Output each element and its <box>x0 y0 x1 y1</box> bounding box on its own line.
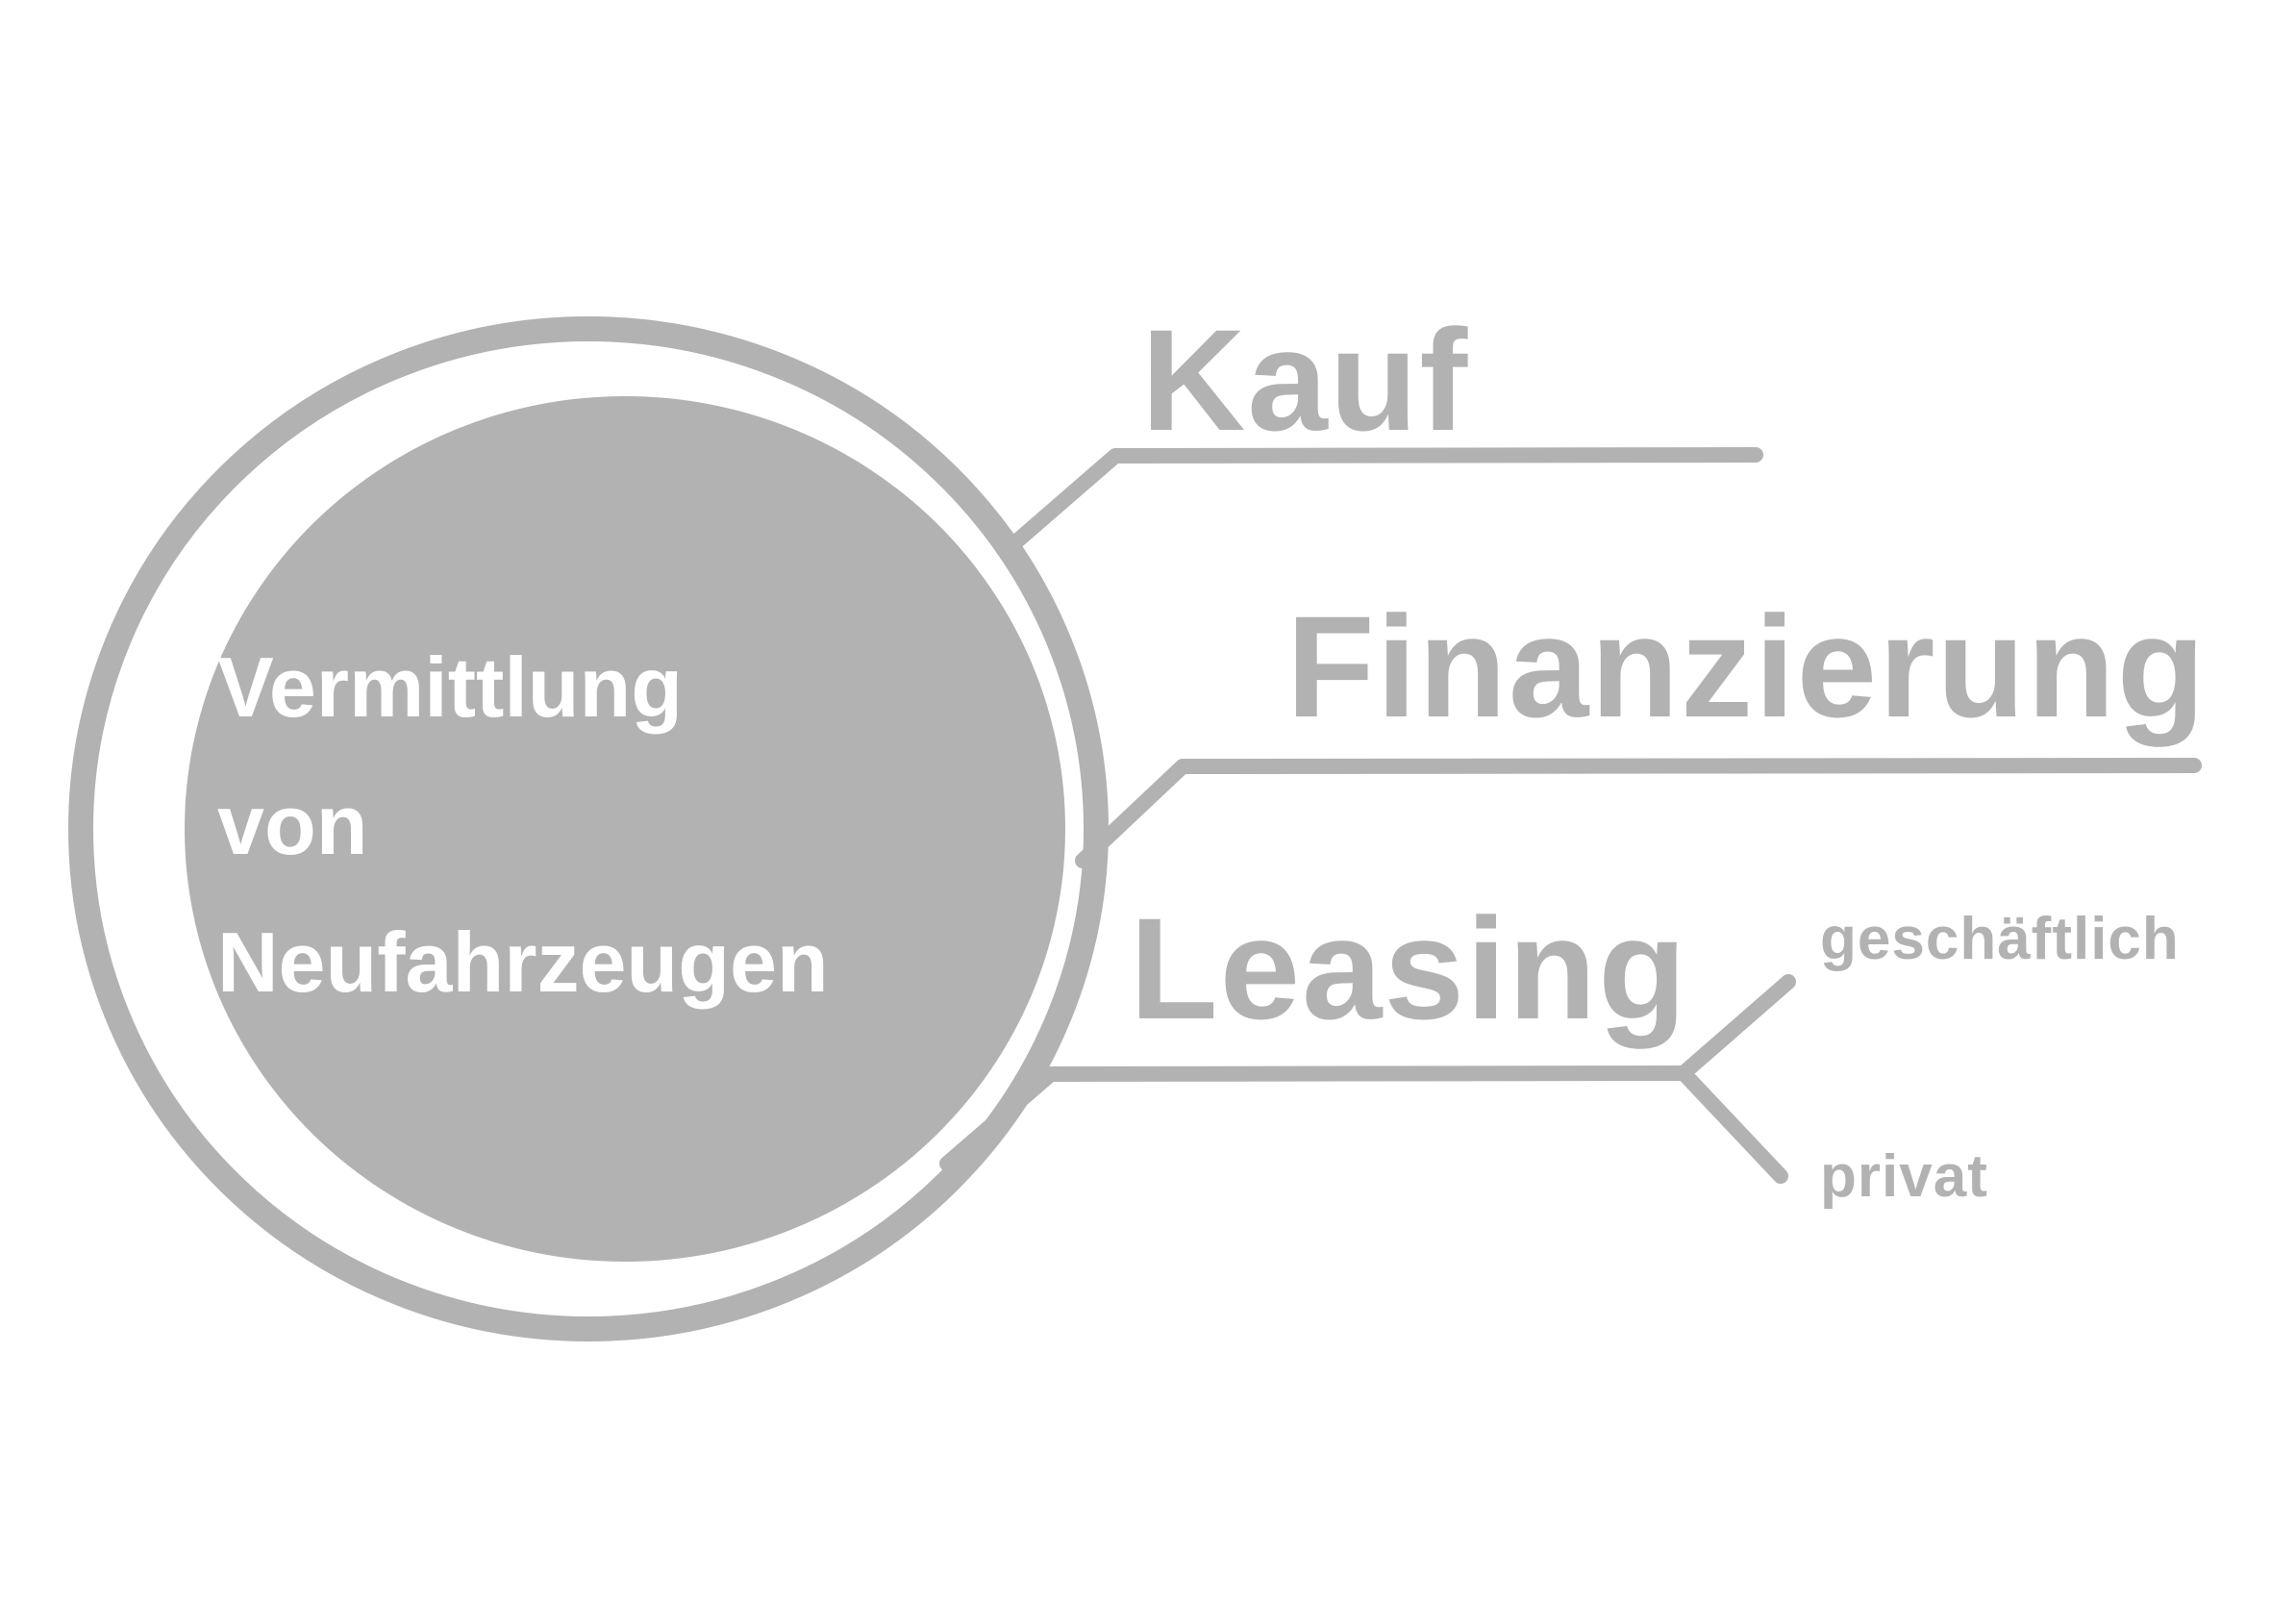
central-node-outer-ring <box>68 316 1109 1341</box>
branch-leasing: Leasing geschäftlich privat <box>939 888 2180 1210</box>
connector-finanzierung <box>1075 758 2202 868</box>
central-node-label-line-1: Vermittlung <box>217 639 683 735</box>
branch-kauf: Kauf <box>999 299 1763 558</box>
branch-label-kauf: Kauf <box>1141 299 1469 461</box>
connector-kauf <box>999 447 1763 558</box>
central-node-fill <box>185 396 1065 1262</box>
central-node: Vermittlung von Neufahrzeugen <box>68 316 1109 1341</box>
connector-leasing <box>939 1065 1691 1171</box>
central-node-label-line-2: von <box>217 777 367 872</box>
branch-label-finanzierung: Finanzierung <box>1286 586 2207 747</box>
branch-label-geschaeftlich: geschäftlich <box>1820 906 2180 972</box>
central-node-label-line-3: Neufahrzeugen <box>217 915 829 1010</box>
branch-finanzierung: Finanzierung <box>1075 586 2207 868</box>
connector-leasing-geschaeftlich <box>1676 974 1796 1081</box>
connector-leasing-privat <box>1676 1065 1788 1184</box>
branch-label-leasing: Leasing <box>1130 888 1688 1049</box>
branch-label-privat: privat <box>1820 1143 1988 1210</box>
